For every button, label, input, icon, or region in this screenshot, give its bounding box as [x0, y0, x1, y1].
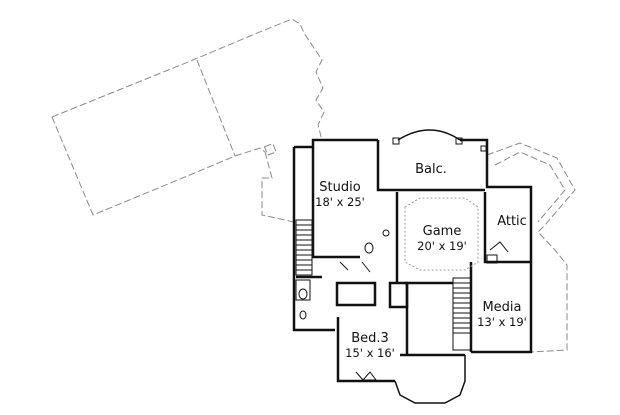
fixtures [295, 129, 509, 404]
room-dimensions: 15' x 16' [345, 346, 395, 360]
room-label-studio: Studio 18' x 25' [300, 180, 380, 210]
room-label-balcony: Balc. [403, 162, 459, 177]
room-name: Bed.3 [351, 331, 389, 346]
room-label-game: Game 20' x 19' [405, 224, 479, 254]
room-name: Media [482, 300, 522, 315]
room-name: Balc. [415, 162, 447, 177]
room-label-media: Media 13' x 19' [472, 300, 532, 330]
room-label-attic: Attic [492, 214, 532, 229]
room-label-bed3: Bed.3 15' x 16' [338, 331, 402, 361]
garage-outline [51, 18, 576, 353]
room-name: Game [422, 224, 462, 239]
room-name: Attic [497, 214, 527, 229]
room-name: Studio [319, 180, 361, 195]
room-dimensions: 20' x 19' [417, 239, 467, 253]
room-dimensions: 13' x 19' [477, 315, 527, 329]
room-dimensions: 18' x 25' [315, 195, 365, 209]
